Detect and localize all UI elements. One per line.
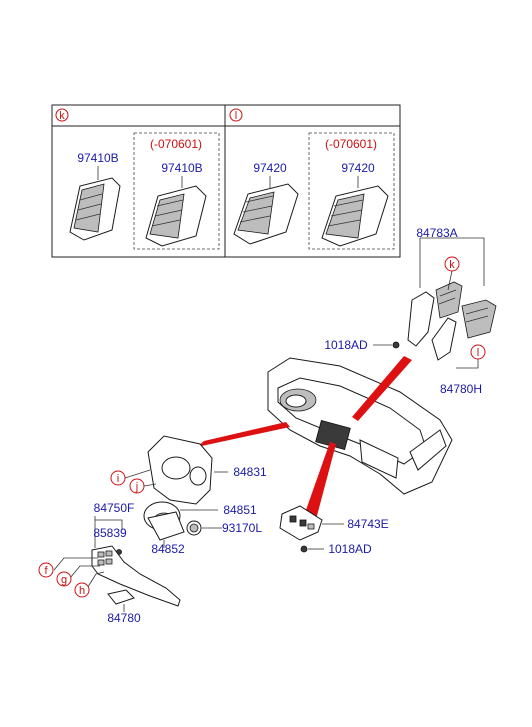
callout-letter: l [235, 110, 237, 122]
label-1018AD: 1018AD [328, 542, 372, 556]
callout-letter: k [449, 259, 455, 271]
callout-k-table [55, 108, 69, 122]
callout-g [56, 571, 72, 587]
label-93170L: 93170L [222, 521, 262, 535]
label-84852: 84852 [151, 542, 185, 556]
pointer-arrow [352, 356, 412, 421]
label-84743E: 84743E [347, 517, 388, 531]
label-84783A: 84783A [416, 226, 457, 240]
date-note: (-070601) [150, 137, 202, 151]
pointer-arrow [197, 422, 290, 447]
side-garnish-assembly [407, 281, 497, 361]
label-84831: 84831 [233, 465, 267, 479]
callout-l [470, 344, 486, 360]
label-84780H: 84780H [440, 382, 482, 396]
part-number: 97420 [253, 161, 287, 175]
lower-crash-pad-panel [91, 545, 181, 607]
label-84750F: 84750F [94, 501, 135, 515]
part-number: 97420 [341, 161, 375, 175]
date-note: (-070601) [325, 137, 377, 151]
cluster-fascia [147, 435, 213, 505]
label-85839: 85839 [93, 526, 127, 540]
air-vent-illustration [145, 185, 207, 247]
screw-icon [300, 545, 308, 553]
callout-letter: k [59, 110, 65, 122]
part-number: 97410B [77, 151, 118, 165]
callout-h [74, 582, 90, 598]
air-vent-illustration [69, 177, 121, 241]
callout-f [38, 562, 54, 578]
callout-letter: i [117, 473, 119, 485]
callout-letter: f [44, 565, 48, 577]
variant-table: k l (-070601) (-070601) 97410B 97410B 97… [51, 104, 401, 258]
label-84851: 84851 [223, 503, 257, 517]
crash-pad-dashboard [267, 357, 453, 495]
callout-k [444, 256, 460, 272]
screw-icon [392, 341, 400, 349]
center-fascia-panel [279, 505, 323, 541]
part-number: 97410B [161, 161, 202, 175]
callout-l-table [229, 108, 243, 122]
pointer-arrow [300, 442, 336, 527]
callout-letter: g [61, 574, 67, 586]
label-84780: 84780 [107, 611, 141, 625]
callout-letter: l [477, 347, 479, 359]
air-vent-illustration [321, 185, 389, 247]
column-shroud [143, 501, 185, 541]
callout-letter: h [79, 585, 85, 597]
callout-letter: j [135, 481, 138, 493]
label-1018AD: 1018AD [324, 338, 368, 352]
air-vent-illustration [233, 183, 299, 245]
